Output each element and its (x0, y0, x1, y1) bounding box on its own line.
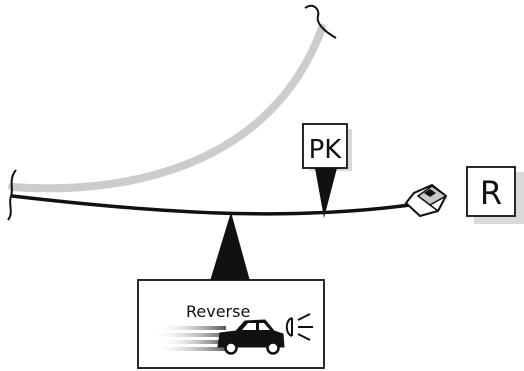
reverse-callout-pointer (210, 212, 250, 281)
r-label: R (480, 174, 502, 212)
reverse-label: Reverse (186, 302, 250, 321)
headlight-beam-icon (285, 313, 313, 341)
reverse-callout-box (137, 279, 325, 369)
gray-wire-break-mark (304, 4, 337, 39)
connector-plug-icon (404, 183, 448, 218)
wire-break-mark (7, 169, 17, 221)
car-icon (217, 319, 285, 355)
pk-callout: PK (302, 123, 352, 218)
r-callout: R (466, 166, 524, 224)
main-wire (7, 169, 411, 221)
motion-streaks (150, 326, 228, 351)
reverse-callout: Reverse (137, 279, 325, 369)
gray-wire (8, 4, 337, 193)
pk-label: PK (309, 135, 343, 165)
